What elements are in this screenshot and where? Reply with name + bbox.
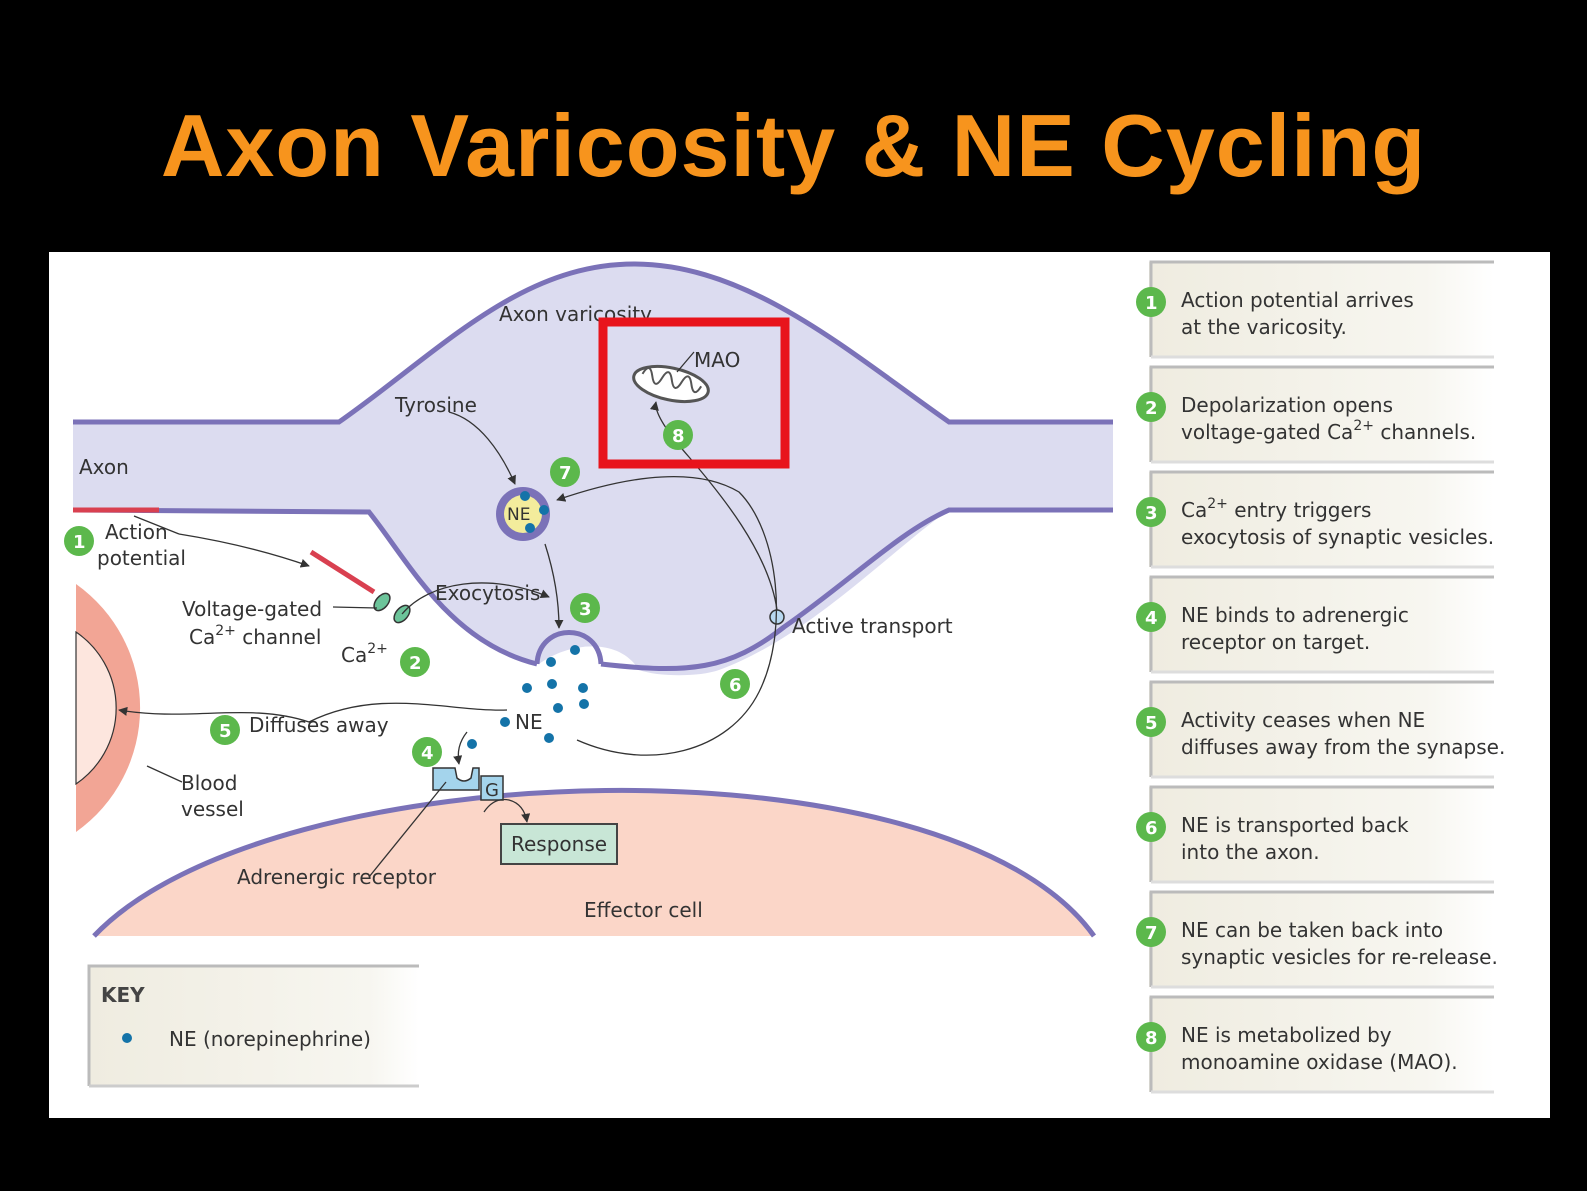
step-4: 4 NE binds to adrenergic receptor on tar… [1136, 575, 1494, 674]
marker-3: 3 [570, 593, 600, 623]
svg-text:8: 8 [1145, 1028, 1158, 1049]
step-2: 2 Depolarization opens voltage-gated Ca2… [1136, 365, 1494, 464]
svg-text:5: 5 [219, 721, 232, 742]
ca-label: Ca2+ [341, 641, 388, 667]
step-6: 6 NE is transported back into the axon. [1136, 785, 1494, 884]
action-potential-label-2: potential [97, 546, 186, 570]
vgcc-label-2: Ca2+ channel [189, 623, 321, 649]
svg-text:3: 3 [1145, 503, 1158, 524]
svg-text:6: 6 [729, 675, 742, 696]
blood-vessel-label-2: vessel [181, 797, 244, 821]
svg-text:2: 2 [409, 653, 422, 674]
blood-vessel [75, 584, 141, 832]
svg-text:Action potential arrives: Action potential arrives [1181, 288, 1414, 312]
diagram-svg: NE G Response Axon varicosity MAO Tyrosi… [64, 260, 1505, 1094]
action-potential-label-1: Action [105, 520, 168, 544]
highlight-box [598, 317, 790, 469]
marker-1: 1 [64, 526, 94, 556]
svg-text:Depolarization opens: Depolarization opens [1181, 393, 1393, 417]
blood-vessel-label-1: Blood [181, 771, 237, 795]
step-8: 8 NE is metabolized by monoamine oxidase… [1136, 995, 1494, 1094]
g-protein-label: G [485, 780, 499, 801]
ca-channel [373, 592, 391, 612]
marker-8: 8 [663, 420, 693, 450]
svg-text:Activity ceases when NE: Activity ceases when NE [1181, 708, 1425, 732]
svg-text:NE is transported back: NE is transported back [1181, 813, 1409, 837]
ne-label: NE [515, 710, 543, 734]
tyrosine-label: Tyrosine [394, 393, 477, 417]
svg-text:4: 4 [1145, 608, 1158, 629]
key-ne-dot [122, 1033, 132, 1043]
svg-text:exocytosis of synaptic vesicle: exocytosis of synaptic vesicles. [1181, 525, 1494, 549]
vesicle-ne-label: NE [507, 505, 530, 525]
svg-text:1: 1 [1145, 293, 1158, 314]
mao-label: MAO [694, 348, 740, 372]
svg-text:3: 3 [579, 599, 592, 620]
svg-text:7: 7 [1145, 923, 1158, 944]
synaptic-vesicle [496, 487, 550, 541]
svg-text:8: 8 [672, 426, 685, 447]
response-box [500, 823, 618, 865]
slide-title: Axon Varicosity & NE Cycling [160, 96, 1427, 195]
arrows [118, 351, 778, 878]
marker-4: 4 [412, 737, 442, 767]
g-protein [480, 775, 504, 801]
vgcc-label-1: Voltage-gated [182, 597, 322, 621]
marker-5: 5 [210, 715, 240, 745]
effector-cell-label: Effector cell [584, 898, 703, 922]
svg-text:diffuses away from the synapse: diffuses away from the synapse. [1181, 735, 1505, 759]
active-transport-label: Active transport [792, 614, 953, 638]
svg-text:NE binds to adrenergic: NE binds to adrenergic [1181, 603, 1409, 627]
key-box: KEY NE (norepinephrine) [87, 964, 419, 1088]
diagram-panel: NE G Response Axon varicosity MAO Tyrosi… [49, 252, 1550, 1118]
svg-text:4: 4 [421, 743, 434, 764]
exocytosis-label: Exocytosis [435, 581, 540, 605]
axon-label: Axon [79, 455, 129, 479]
key-title: KEY [101, 983, 145, 1007]
ne-molecules [467, 645, 589, 749]
marker-7: 7 [550, 457, 580, 487]
svg-text:voltage-gated Ca2+ channels.: voltage-gated Ca2+ channels. [1181, 418, 1476, 444]
step-5: 5 Activity ceases when NE diffuses away … [1136, 680, 1505, 779]
marker-6: 6 [720, 669, 750, 699]
adrenergic-receptor [432, 767, 480, 791]
svg-text:Ca2+ entry triggers: Ca2+ entry triggers [1181, 496, 1371, 522]
key-ne-label: NE (norepinephrine) [169, 1027, 371, 1051]
svg-text:receptor on target.: receptor on target. [1181, 630, 1370, 654]
svg-text:NE can be taken back into: NE can be taken back into [1181, 918, 1443, 942]
svg-text:into the axon.: into the axon. [1181, 840, 1320, 864]
svg-text:7: 7 [559, 463, 572, 484]
svg-text:monoamine oxidase (MAO).: monoamine oxidase (MAO). [1181, 1050, 1458, 1074]
svg-text:2: 2 [1145, 398, 1158, 419]
svg-text:1: 1 [73, 532, 86, 553]
mitochondrion [632, 364, 710, 404]
svg-text:at the varicosity.: at the varicosity. [1181, 315, 1347, 339]
step-7: 7 NE can be taken back into synaptic ves… [1136, 890, 1498, 989]
marker-2: 2 [400, 647, 430, 677]
svg-text:NE is metabolized by: NE is metabolized by [1181, 1023, 1392, 1047]
step-3: 3 Ca2+ entry triggers exocytosis of syna… [1136, 470, 1494, 569]
svg-text:synaptic vesicles for re-relea: synaptic vesicles for re-release. [1181, 945, 1498, 969]
diffuses-away-label: Diffuses away [249, 713, 389, 737]
adrenergic-receptor-label: Adrenergic receptor [237, 865, 437, 889]
response-label: Response [511, 832, 607, 856]
svg-text:6: 6 [1145, 818, 1158, 839]
svg-text:5: 5 [1145, 713, 1158, 734]
step-1: 1 Action potential arrives at the varico… [1136, 260, 1494, 359]
